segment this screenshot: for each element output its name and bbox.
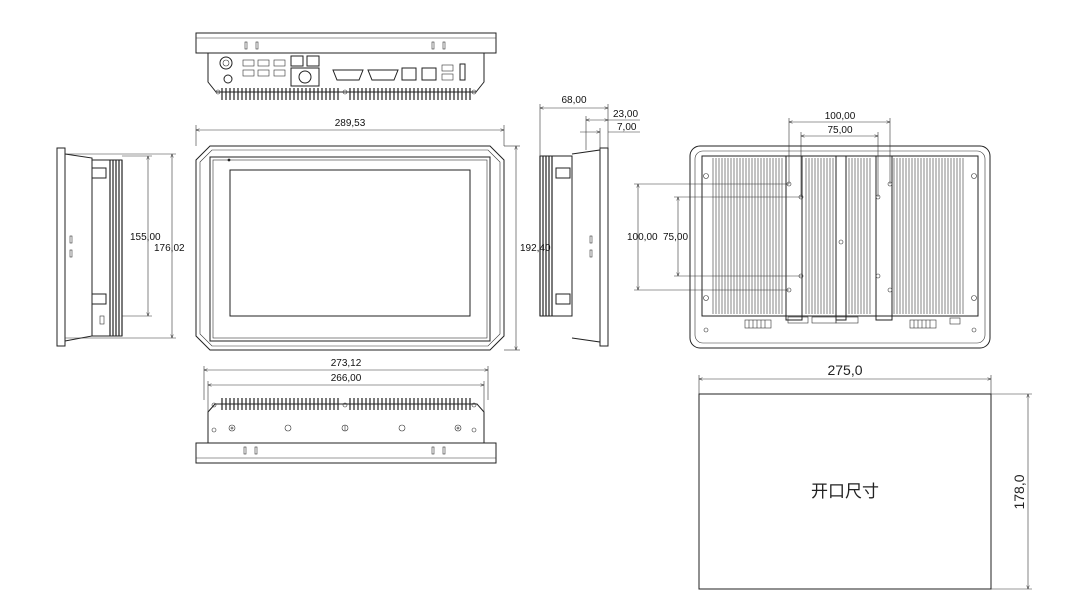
dim-bottom-inner-width: 266,00 <box>331 373 362 384</box>
display-area <box>229 169 471 317</box>
dim-vesa-outer-v: 100,00 <box>627 232 658 243</box>
dim-vesa-inner-v: 75,00 <box>663 232 688 243</box>
rear-vents <box>744 316 961 329</box>
front-view <box>195 145 505 351</box>
bottom-view-holes <box>211 402 477 433</box>
right-side-fins <box>539 156 553 316</box>
dim-side-inner-height: 155,00 <box>130 232 161 243</box>
dim-bottom-outer-width: 273,12 <box>331 358 362 369</box>
dim-cutout-width: 275,0 <box>827 362 862 378</box>
rear-heatsink-fins <box>712 158 964 314</box>
top-view-slots <box>244 41 446 50</box>
panel-cutout: 开口尺寸 <box>698 393 992 590</box>
dim-depth-bezel: 7,00 <box>617 122 637 133</box>
dim-cutout-height: 178,0 <box>1011 474 1027 509</box>
rear-view <box>689 145 991 349</box>
dim-side-outer-height: 176,02 <box>154 243 185 254</box>
top-view <box>195 32 497 100</box>
cutout-label: 开口尺寸 <box>811 482 879 502</box>
dim-vesa-outer-h: 100,00 <box>825 111 856 122</box>
dimension-labels: 289,53 192,40 155,00 176,02 68,00 23,00 … <box>130 95 1027 510</box>
right-side-view <box>539 147 609 347</box>
dim-front-height: 192,40 <box>520 243 551 254</box>
dim-depth-total: 68,00 <box>561 95 586 106</box>
left-side-fins <box>109 160 123 336</box>
bottom-view <box>195 398 497 464</box>
dimension-lines <box>65 104 1032 590</box>
dim-front-width: 289,53 <box>335 118 366 129</box>
top-view-fins <box>221 88 471 100</box>
left-side-view <box>56 147 123 347</box>
dim-vesa-inner-h: 75,00 <box>827 125 852 136</box>
bottom-view-fins <box>221 398 471 410</box>
io-ports <box>215 55 477 95</box>
dim-depth-panel: 23,00 <box>613 109 638 120</box>
